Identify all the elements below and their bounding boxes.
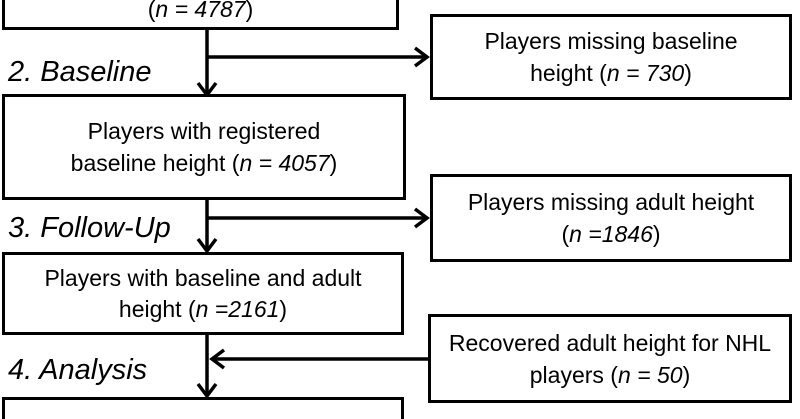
box-text-line: Players with baseline and adult [44,264,362,291]
arrow-to-missing-adult-head [413,207,430,229]
arrow-from-recovered-head [209,348,226,370]
arrow-to-missing-baseline-head [413,46,430,68]
stage-label-analysis: 4. Analysis [8,354,148,386]
box-text-line: players (n = 50) [529,361,691,388]
box-text-line: height (n =2161) [118,295,288,322]
box-text-line: Players missing adult height [467,189,755,215]
stage-label-followup: 3. Follow-Up [8,212,171,244]
box-missing-baseline-height: Players missing baseline height (n = 730… [430,14,792,100]
box-enrollment: (n = 4787) [2,0,399,30]
box-text-line: Recovered adult height for NHL [448,329,772,356]
box-registered-baseline-height: Players with registered baseline height … [2,94,406,200]
enrollment-n-line: (n = 4787) [147,0,254,22]
box-analysis [2,397,404,419]
box-text-line: (n =1846) [561,221,661,247]
box-text-line: height (n = 730) [530,60,692,86]
box-text-line: Players with registered [87,118,321,144]
box-missing-adult-height: Players missing adult height (n =1846) [430,174,792,262]
arrow-followup-to-analysis-head [196,382,218,399]
stage-label-baseline: 2. Baseline [8,56,152,88]
box-text-line: Players missing baseline [484,28,738,54]
box-text-line: baseline height (n = 4057) [70,150,338,176]
box-baseline-and-adult-height: Players with baseline and adult height (… [2,252,404,335]
box-recovered-adult-height: Recovered adult height for NHL players (… [428,314,792,403]
arrow-baseline-to-followup-head [196,237,218,254]
